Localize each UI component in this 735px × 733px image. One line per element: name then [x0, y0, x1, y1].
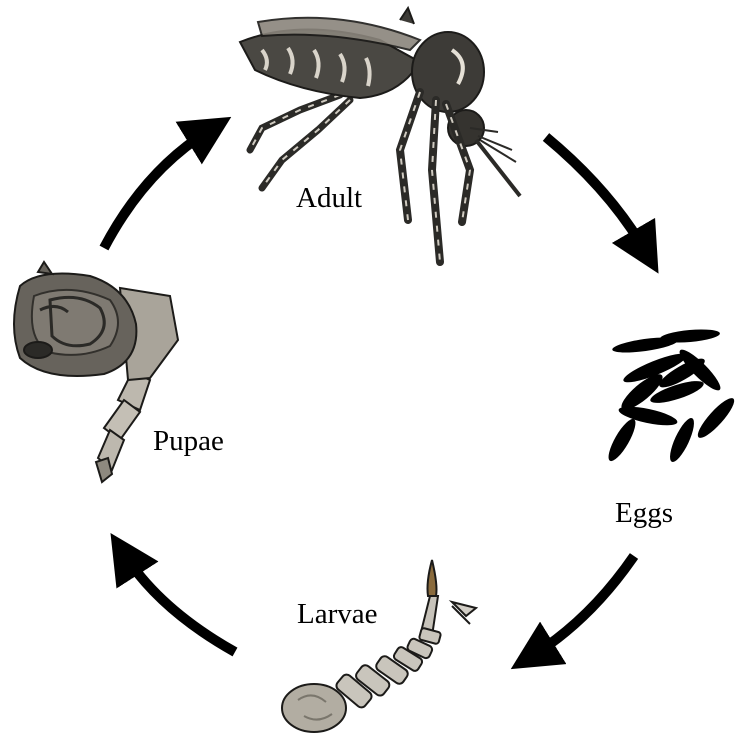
arrow-adult-to-eggs — [546, 137, 646, 252]
stage-label-larvae: Larvae — [297, 600, 378, 629]
stage-label-pupae: Pupae — [153, 427, 224, 456]
arrow-larvae-to-pupae — [124, 554, 235, 652]
mosquito-adult-icon — [240, 8, 520, 262]
egg-cluster-icon — [604, 327, 735, 464]
stage-label-eggs: Eggs — [615, 499, 673, 528]
arrow-eggs-to-larvae — [532, 556, 634, 656]
cycle-arrows — [104, 130, 646, 656]
larva-icon — [282, 560, 476, 732]
stage-label-adult: Adult — [296, 184, 362, 213]
arrow-pupae-to-adult — [104, 130, 210, 248]
